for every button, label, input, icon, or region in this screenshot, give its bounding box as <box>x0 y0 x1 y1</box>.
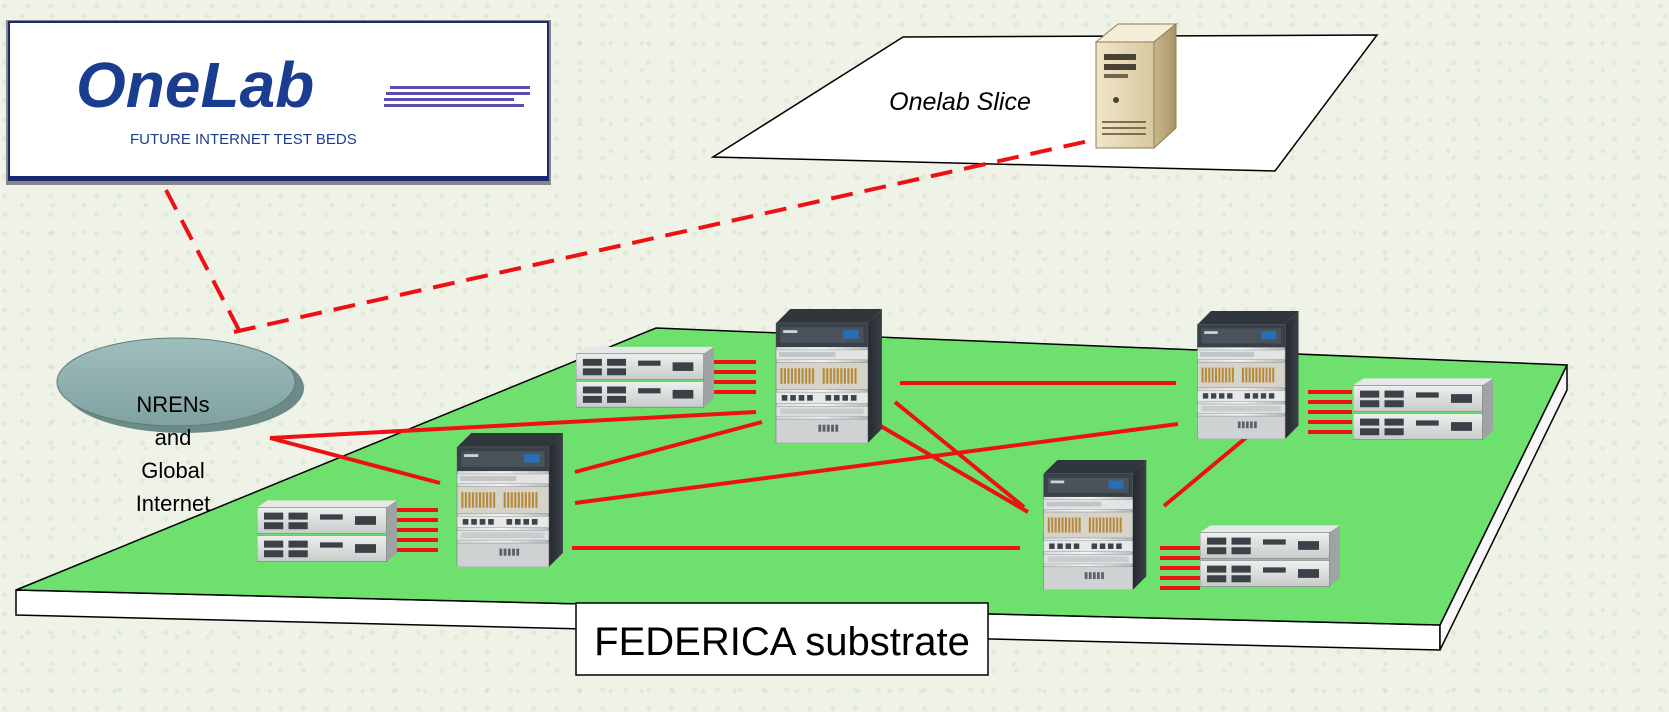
link-b-d <box>1162 429 1256 508</box>
federica-substrate-label: FEDERICA substrate <box>594 620 970 664</box>
server-tower-icon <box>1094 22 1178 150</box>
onelab-logo: OneLab FUTURE INTERNET TEST BEDS <box>6 20 551 185</box>
rack-stub-links <box>396 360 1352 590</box>
substrate-links <box>269 381 1256 550</box>
link-nren-router-a <box>269 410 757 440</box>
core-router-b-icon <box>1196 311 1300 439</box>
onelab-logo-title: OneLab <box>76 49 314 121</box>
rack-server-stack-icon <box>257 500 397 562</box>
nren-label-line-1: NRENs <box>136 392 209 417</box>
onelab-logo-tagline: FUTURE INTERNET TEST BEDS <box>130 131 357 148</box>
onelab-slice-label: Onelab Slice <box>889 88 1031 116</box>
slice-dashed-links <box>164 136 1103 334</box>
onelab-logo-stripes-icon <box>384 86 530 107</box>
rack-server-stack-icon <box>1353 377 1493 441</box>
nren-label-line-4: Internet <box>136 491 211 516</box>
onelab-slice-plane <box>710 34 1379 172</box>
link-nren-router-c <box>269 436 441 485</box>
link-c-b <box>574 422 1179 505</box>
federica-substrate-label-box: FEDERICA substrate <box>575 602 989 676</box>
dashed-logo-to-nren <box>164 189 242 333</box>
nren-label: NRENs and Global Internet <box>136 392 211 516</box>
link-a-d-cross <box>893 400 1026 509</box>
core-router-a-icon <box>775 309 883 443</box>
nren-cloud-icon <box>56 337 304 433</box>
rack-server-stack-icon <box>576 346 714 408</box>
dashed-nren-to-server <box>233 136 1103 334</box>
link-a-d <box>870 419 1030 514</box>
nren-label-line-2: and <box>155 425 192 450</box>
core-router-d-icon <box>1043 460 1147 590</box>
nren-label-line-3: Global <box>141 458 205 483</box>
core-router-c-icon <box>456 433 564 567</box>
link-c-a <box>574 420 763 474</box>
rack-server-stack-icon <box>1200 524 1340 588</box>
